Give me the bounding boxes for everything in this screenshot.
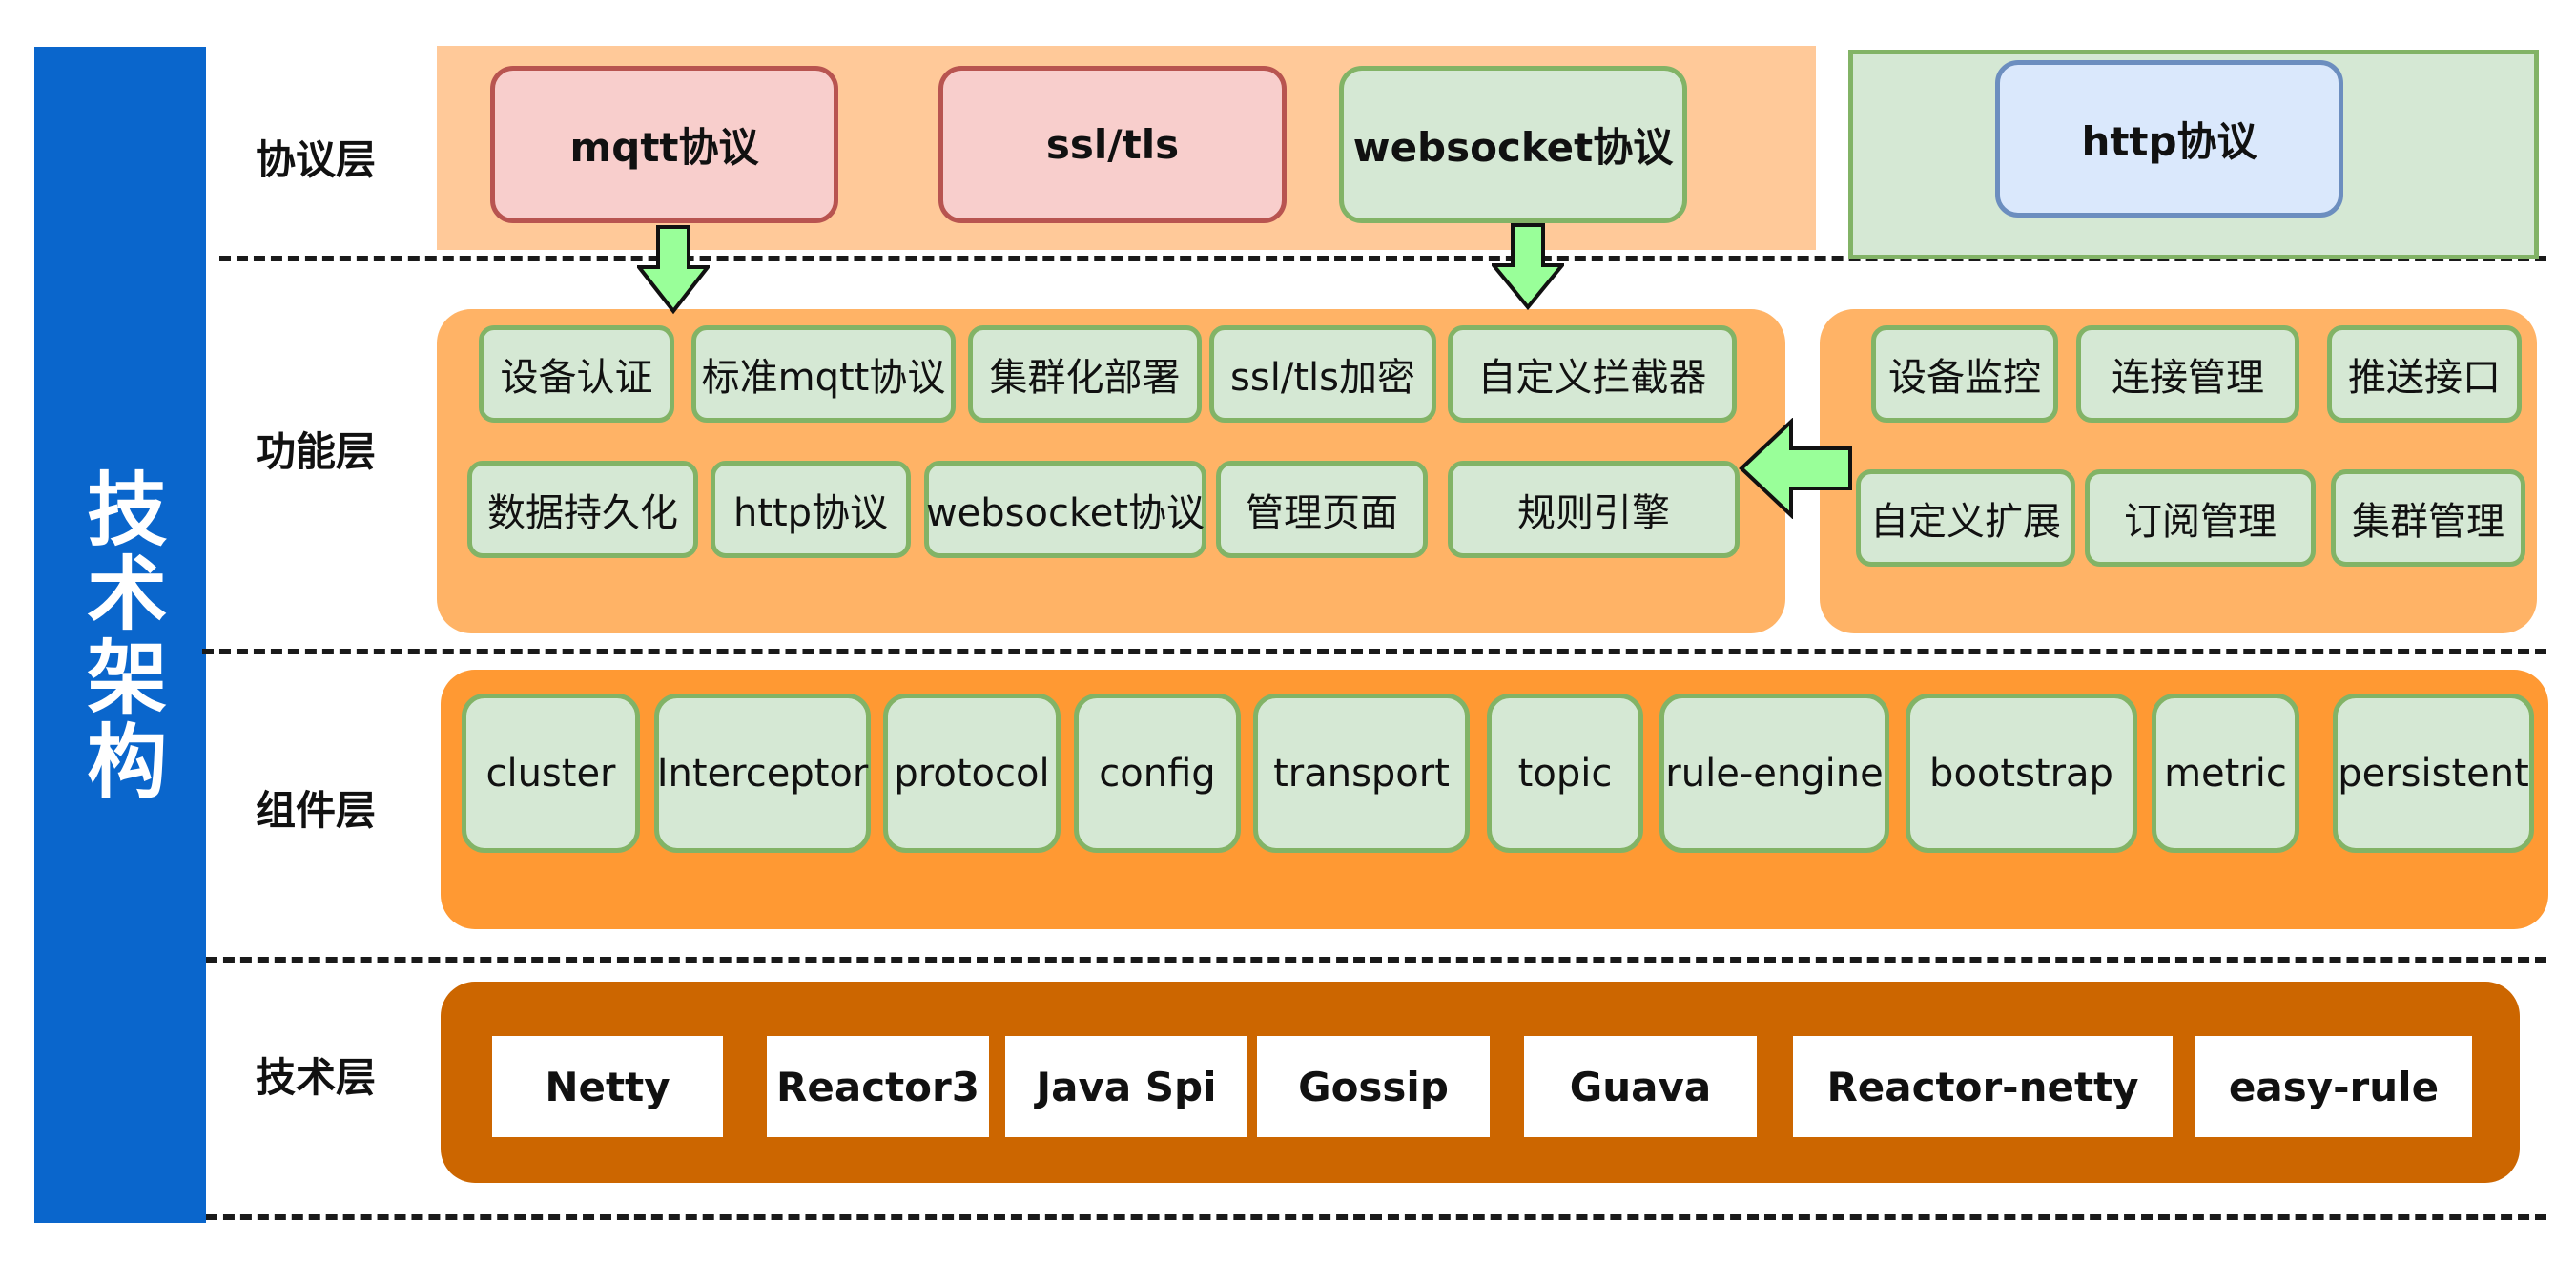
component-item: rule-engine <box>1659 694 1889 853</box>
separator-2 <box>202 649 2546 654</box>
component-item: transport <box>1253 694 1470 853</box>
technology-item: Guava <box>1524 1036 1757 1137</box>
layer-label-component: 组件层 <box>256 787 377 834</box>
ssl-tls-box: ssl/tls <box>938 66 1287 223</box>
feature-item: 连接管理 <box>2076 325 2299 423</box>
feature-item: ssl/tls加密 <box>1209 325 1436 423</box>
layer-label-protocol: 协议层 <box>256 136 377 183</box>
arrow-left-icon <box>1739 418 1852 519</box>
separator-4 <box>206 1214 2546 1220</box>
side-title-bar: 技术架构 <box>34 47 206 1223</box>
technology-item: Gossip <box>1257 1036 1490 1137</box>
component-item: persistent <box>2333 694 2534 853</box>
component-item: config <box>1074 694 1241 853</box>
feature-item: http协议 <box>711 461 911 558</box>
feature-item: 订阅管理 <box>2085 469 2316 567</box>
technology-item: Reactor3 <box>767 1036 989 1137</box>
feature-item: websocket协议 <box>924 461 1206 558</box>
feature-item: 自定义扩展 <box>1856 469 2075 567</box>
feature-item: 集群化部署 <box>968 325 1202 423</box>
component-item: topic <box>1487 694 1643 853</box>
layer-label-technology: 技术层 <box>256 1054 377 1101</box>
mqtt-protocol-box: mqtt协议 <box>490 66 838 223</box>
feature-item: 推送接口 <box>2327 325 2522 423</box>
feature-item: 设备监控 <box>1871 325 2058 423</box>
component-item: Interceptor <box>654 694 871 853</box>
component-item: metric <box>2152 694 2299 853</box>
technology-item: Java Spi <box>1005 1036 1247 1137</box>
technology-item: easy-rule <box>2195 1036 2472 1137</box>
arrow-down-icon <box>637 225 710 315</box>
feature-item: 集群管理 <box>2331 469 2525 567</box>
feature-item: 管理页面 <box>1216 461 1428 558</box>
arrow-down-icon <box>1492 223 1564 311</box>
http-protocol-box: http协议 <box>1995 60 2343 218</box>
layer-label-function: 功能层 <box>256 428 377 475</box>
separator-1 <box>219 256 2546 261</box>
technology-item: Reactor-netty <box>1793 1036 2173 1137</box>
component-item: cluster <box>462 694 640 853</box>
separator-3 <box>206 957 2546 963</box>
feature-item: 标准mqtt协议 <box>691 325 956 423</box>
technology-item: Netty <box>492 1036 723 1137</box>
feature-item: 设备认证 <box>479 325 674 423</box>
component-item: bootstrap <box>1906 694 2137 853</box>
feature-item: 规则引擎 <box>1448 461 1740 558</box>
component-item: protocol <box>883 694 1061 853</box>
websocket-protocol-box: websocket协议 <box>1339 66 1687 223</box>
side-title: 技术架构 <box>73 466 168 803</box>
feature-item: 数据持久化 <box>467 461 698 558</box>
feature-item: 自定义拦截器 <box>1448 325 1737 423</box>
